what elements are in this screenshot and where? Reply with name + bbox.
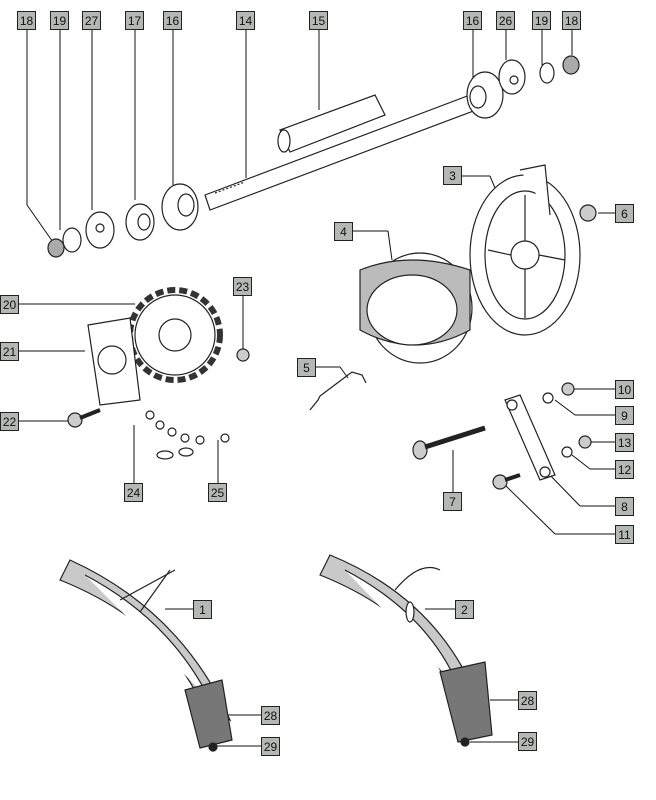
part-label-24: 24 — [124, 483, 143, 502]
part-label-29: 29 — [518, 732, 537, 751]
part-label-3: 3 — [443, 166, 462, 185]
brake-plate — [469, 164, 581, 336]
bearings — [47, 55, 580, 258]
wheel-rim-1 — [59, 559, 233, 752]
part-label-19: 19 — [532, 11, 551, 30]
nut-13 — [578, 435, 592, 449]
part-label-6: 6 — [615, 204, 634, 223]
pin-11 — [492, 473, 521, 490]
part-label-18: 18 — [17, 11, 36, 30]
part-label-27: 27 — [82, 11, 101, 30]
part-label-28: 28 — [518, 691, 537, 710]
spring — [309, 371, 367, 411]
chain-links — [145, 410, 230, 460]
part-label-16: 16 — [463, 11, 482, 30]
part-label-25: 25 — [208, 483, 227, 502]
washer-12 — [561, 446, 573, 458]
brake-cam — [412, 425, 486, 460]
part-label-5: 5 — [297, 358, 316, 377]
part-label-12: 12 — [615, 460, 634, 479]
wheel-rim-2 — [319, 554, 493, 747]
part-label-19: 19 — [50, 11, 69, 30]
bolt-22 — [67, 408, 101, 428]
part-label-4: 4 — [334, 222, 353, 241]
nut-10 — [561, 382, 575, 396]
part-label-29: 29 — [261, 737, 280, 756]
part-label-8: 8 — [615, 497, 634, 516]
nut-6 — [579, 204, 597, 222]
sprocket — [127, 287, 223, 383]
part-label-26: 26 — [496, 11, 515, 30]
part-label-18: 18 — [562, 11, 581, 30]
brake-lever — [504, 394, 556, 481]
nut-23 — [236, 348, 250, 362]
part-label-23: 23 — [233, 277, 252, 296]
part-label-17: 17 — [125, 11, 144, 30]
part-label-22: 22 — [0, 412, 19, 431]
part-label-10: 10 — [615, 380, 634, 399]
part-label-16: 16 — [163, 11, 182, 30]
gasket — [87, 317, 141, 406]
part-label-28: 28 — [261, 706, 280, 725]
part-label-2: 2 — [455, 600, 474, 619]
part-label-11: 11 — [615, 525, 634, 544]
part-label-7: 7 — [443, 492, 462, 511]
part-label-15: 15 — [309, 11, 328, 30]
part-label-1: 1 — [193, 600, 212, 619]
part-label-9: 9 — [615, 406, 634, 425]
part-label-20: 20 — [0, 295, 19, 314]
spacer-tube — [277, 94, 386, 153]
part-label-13: 13 — [615, 433, 634, 452]
brake-shoes — [359, 252, 473, 364]
part-label-14: 14 — [236, 11, 255, 30]
washer-9 — [542, 392, 554, 404]
part-label-21: 21 — [0, 342, 19, 361]
